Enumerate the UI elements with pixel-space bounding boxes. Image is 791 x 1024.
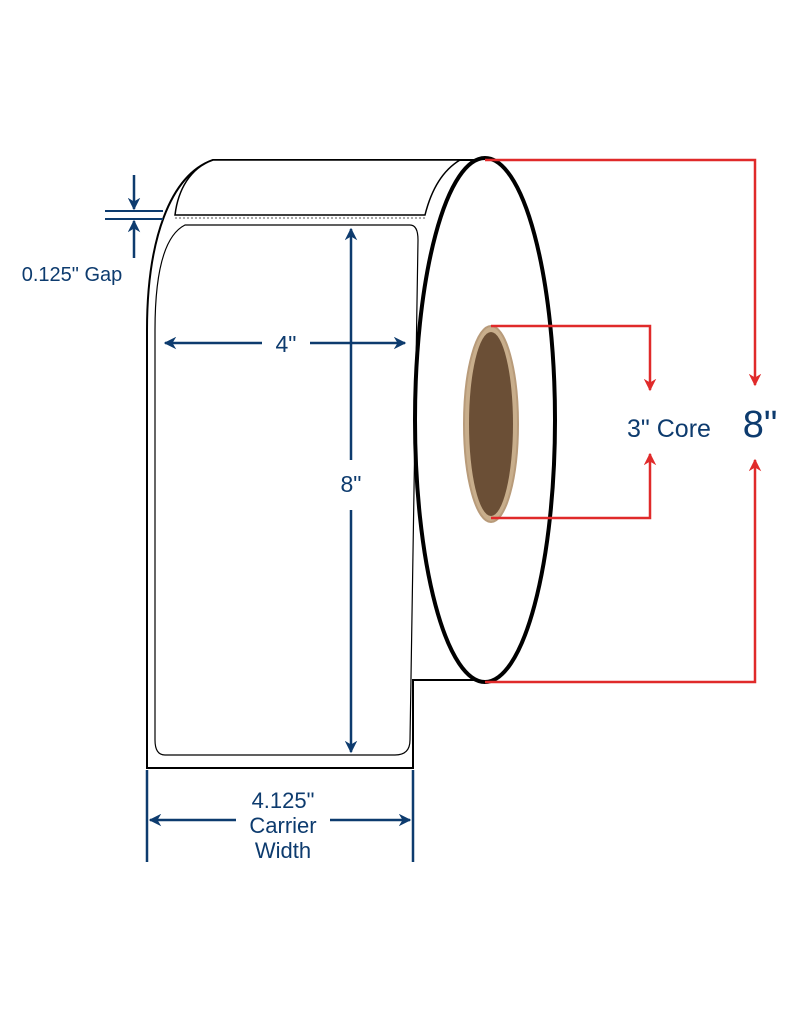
roll-face bbox=[413, 156, 557, 684]
diameter-arrow-top bbox=[485, 158, 762, 387]
label-height-text: 8" bbox=[341, 471, 362, 497]
carrier-width-word1: Carrier bbox=[249, 813, 316, 838]
carrier-width-dimension: 4.125" Carrier Width bbox=[145, 770, 415, 863]
previous-label bbox=[174, 159, 463, 216]
core-label: 3" Core bbox=[627, 415, 711, 443]
diameter-arrow-bottom bbox=[485, 458, 762, 684]
carrier-width-value: 4.125" bbox=[252, 788, 315, 813]
label-outline bbox=[154, 224, 419, 756]
core-dimension: 3" Core bbox=[491, 324, 711, 520]
gap-dimension: 0.125" Gap bbox=[22, 175, 163, 286]
label-height-dimension: 8" bbox=[341, 227, 362, 754]
label-width-text: 4" bbox=[276, 331, 297, 357]
core-hole bbox=[469, 332, 513, 516]
core-arrow-top bbox=[491, 324, 657, 392]
carrier-width-word2: Width bbox=[255, 838, 311, 863]
core-arrow-bottom bbox=[491, 452, 657, 520]
label-width-dimension: 4" bbox=[163, 331, 407, 357]
roll-diameter-dimension: 8" bbox=[485, 158, 778, 684]
roll-diameter-label: 8" bbox=[743, 404, 778, 446]
gap-label: 0.125" Gap bbox=[22, 264, 123, 286]
